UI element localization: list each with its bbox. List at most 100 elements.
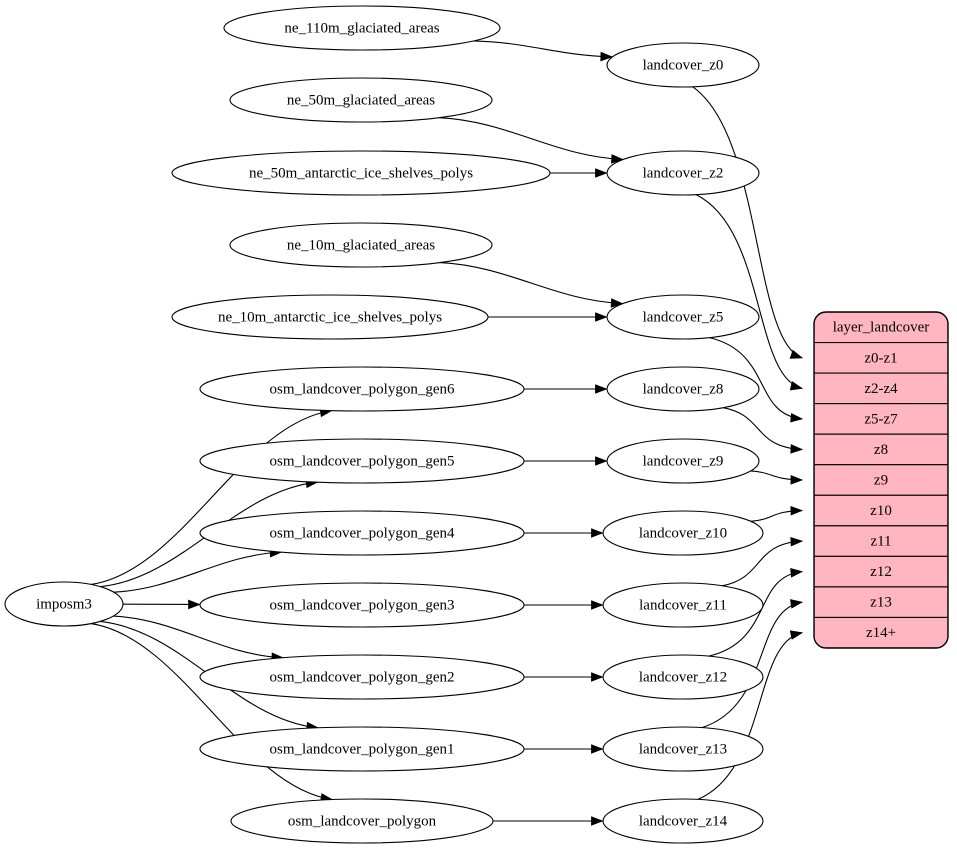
node-landcover_z13[interactable]: landcover_z13 [602, 726, 764, 772]
node-ne_10m_glaciated_areas[interactable]: ne_10m_glaciated_areas [229, 222, 493, 268]
node-osm_landcover_polygon_gen5[interactable]: osm_landcover_polygon_gen5 [199, 438, 525, 484]
node-landcover_z8[interactable]: landcover_z8 [606, 366, 760, 412]
node-ellipse [602, 582, 764, 628]
node-ellipse [229, 222, 493, 268]
node-label: ne_50m_antarctic_ice_shelves_polys [249, 165, 473, 181]
node-ne_50m_antarctic_ice_shelves_polys[interactable]: ne_50m_antarctic_ice_shelves_polys [171, 150, 551, 196]
record-row-label: z5-z7 [864, 411, 898, 427]
node-label: ne_110m_glaciated_areas [284, 20, 439, 36]
edge-arrowhead [591, 528, 604, 538]
edge-arrowhead [595, 456, 608, 466]
edge-landcover_z2-to-record [695, 194, 803, 389]
node-ellipse [602, 654, 764, 700]
node-ellipse [199, 582, 525, 628]
node-landcover_z2[interactable]: landcover_z2 [606, 150, 760, 196]
node-ne_50m_glaciated_areas[interactable]: ne_50m_glaciated_areas [229, 77, 493, 123]
edge-arrowhead [591, 672, 604, 682]
edge-arrowhead [600, 51, 614, 62]
node-imposm3[interactable]: imposm3 [4, 581, 124, 627]
record-row-label: z10 [870, 503, 892, 519]
edge-arrowhead [595, 384, 608, 394]
edge-ne_50m_glaciated_areas-to-landcover_z2 [438, 117, 623, 160]
node-ellipse [602, 798, 764, 844]
node-osm_landcover_polygon[interactable]: osm_landcover_polygon [230, 798, 494, 844]
node-label: osm_landcover_polygon_gen4 [270, 525, 455, 541]
edge-imposm3-to-osm_landcover_polygon_gen6 [91, 410, 332, 585]
record-row-label: z13 [870, 595, 892, 611]
edge-ne_10m_glaciated_areas-to-landcover_z5 [439, 262, 623, 305]
edge-arrowhead [591, 600, 604, 610]
node-label: osm_landcover_polygon_gen6 [270, 381, 455, 397]
edge-landcover_z13-to-record [701, 601, 803, 729]
node-label: ne_50m_glaciated_areas [287, 92, 435, 108]
node-label: osm_landcover_polygon [288, 813, 437, 829]
node-landcover_z11[interactable]: landcover_z11 [602, 582, 764, 628]
record-row-label: z11 [870, 534, 891, 550]
edge-arrowhead [610, 298, 624, 308]
edge-landcover_z11-to-record [721, 540, 803, 587]
node-osm_landcover_polygon_gen6[interactable]: osm_landcover_polygon_gen6 [199, 366, 525, 412]
edge-arrowhead [790, 413, 804, 423]
node-osm_landcover_polygon_gen4[interactable]: osm_landcover_polygon_gen4 [199, 510, 525, 556]
record-row-cell[interactable] [814, 403, 948, 435]
record-row-label: z12 [870, 564, 892, 580]
node-label: landcover_z0 [643, 57, 724, 73]
node-ellipse [602, 510, 764, 556]
node-landcover_z5[interactable]: landcover_z5 [606, 294, 760, 340]
record-row-cell[interactable] [814, 464, 948, 496]
node-label: landcover_z8 [643, 381, 724, 397]
node-label: landcover_z9 [643, 453, 724, 469]
node-label: ne_10m_glaciated_areas [287, 237, 435, 253]
node-ellipse [171, 294, 489, 340]
node-ellipse [199, 654, 525, 700]
node-osm_landcover_polygon_gen3[interactable]: osm_landcover_polygon_gen3 [199, 582, 525, 628]
record-row-cell[interactable] [814, 525, 948, 557]
node-ellipse [4, 581, 124, 627]
edge-arrowhead [595, 312, 608, 322]
node-ne_10m_antarctic_ice_shelves_polys[interactable]: ne_10m_antarctic_ice_shelves_polys [171, 294, 489, 340]
node-label: landcover_z10 [639, 525, 727, 541]
node-label: landcover_z13 [639, 741, 727, 757]
record-row-label: z14+ [866, 625, 896, 641]
node-label: imposm3 [36, 596, 92, 612]
node-landcover_z9[interactable]: landcover_z9 [606, 438, 760, 484]
node-ellipse [223, 5, 501, 51]
record-row-label: z8 [874, 442, 888, 458]
record-header-cell[interactable] [814, 312, 948, 344]
edge-arrowhead [591, 816, 604, 826]
node-osm_landcover_polygon_gen1[interactable]: osm_landcover_polygon_gen1 [199, 726, 525, 772]
edge-arrowhead [790, 599, 804, 609]
record-row-cell[interactable] [814, 433, 948, 466]
edge-landcover_z5-to-record [709, 337, 803, 420]
edge-arrowhead [591, 744, 604, 754]
edge-ne_110m_glaciated_areas-to-landcover_z0 [473, 40, 612, 58]
record-row-cell[interactable] [814, 616, 948, 648]
node-label: landcover_z12 [639, 669, 727, 685]
node-landcover_z10[interactable]: landcover_z10 [602, 510, 764, 556]
edge-landcover_z14-to-record [697, 632, 803, 800]
node-osm_landcover_polygon_gen2[interactable]: osm_landcover_polygon_gen2 [199, 654, 525, 700]
node-ellipse [602, 726, 764, 772]
record-layer: layer_landcoverz0-z1z2-z4z5-z7z8z9z10z11… [813, 311, 949, 649]
edge-imposm3-to-osm_landcover_polygon [90, 623, 333, 801]
node-label: landcover_z11 [639, 597, 727, 613]
node-label: landcover_z2 [643, 165, 724, 181]
record-row-cell[interactable] [814, 586, 948, 619]
record-outline [813, 311, 949, 649]
edge-landcover_z0-to-record [692, 86, 803, 359]
edge-imposm3-to-osm_landcover_polygon_gen2 [113, 615, 283, 659]
node-ellipse [199, 366, 525, 412]
edge-arrowhead [790, 568, 804, 578]
edge-arrowhead [790, 475, 804, 485]
record-row-cell[interactable] [814, 341, 948, 374]
record-header-label: layer_landcover [833, 320, 930, 336]
record-row-label: z0-z1 [864, 350, 897, 366]
edge-arrowhead [789, 381, 804, 391]
node-landcover_z14[interactable]: landcover_z14 [602, 798, 764, 844]
node-landcover_z0[interactable]: landcover_z0 [606, 42, 760, 88]
node-ne_110m_glaciated_areas[interactable]: ne_110m_glaciated_areas [223, 5, 501, 51]
node-ellipse [229, 77, 493, 123]
node-ellipse [606, 366, 760, 412]
node-landcover_z12[interactable]: landcover_z12 [602, 654, 764, 700]
record-row-label: z9 [874, 472, 888, 488]
